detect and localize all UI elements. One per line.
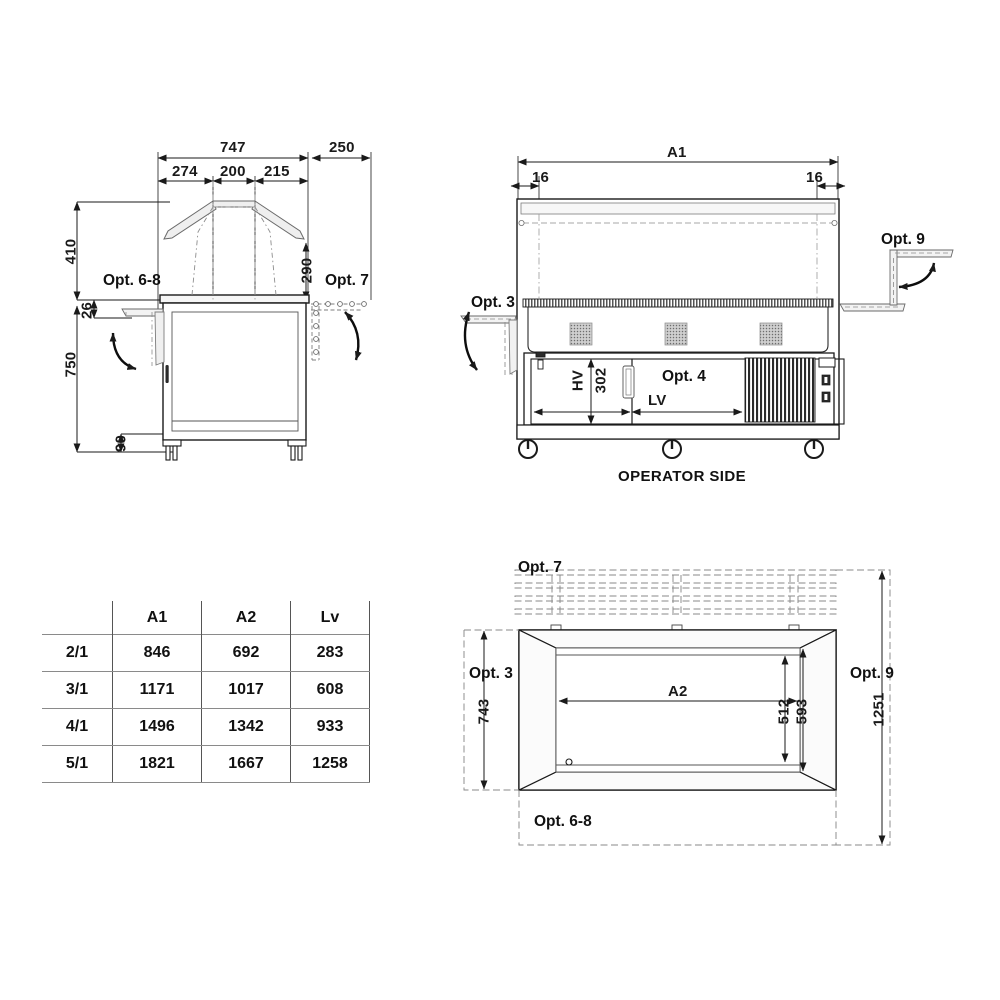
label-opt-7-plan: Opt. 7 <box>518 559 562 576</box>
cell-a2: 1017 <box>201 671 291 709</box>
table-row: 4/1 1496 1342 933 <box>42 708 370 746</box>
dim-200: 200 <box>220 163 246 180</box>
cell-model: 3/1 <box>42 671 113 709</box>
spec-table: A1 A2 Lv 2/1 846 692 283 3/1 1171 1017 6… <box>42 601 370 783</box>
dim-750: 750 <box>62 351 80 378</box>
side-elevation-view <box>73 152 372 461</box>
th-a2: A2 <box>201 601 291 635</box>
front-elevation-view <box>460 156 954 459</box>
label-opt-7-side: Opt. 7 <box>325 272 369 289</box>
label-opt-9-plan: Opt. 9 <box>850 665 894 682</box>
cell-a1: 1821 <box>112 745 202 783</box>
cell-model: 5/1 <box>42 745 113 783</box>
table-row: 5/1 1821 1667 1258 <box>42 745 370 783</box>
cell-lv: 1258 <box>290 745 370 783</box>
dim-747: 747 <box>220 139 246 156</box>
dim-302: 302 <box>592 367 610 394</box>
cell-lv: 283 <box>290 634 370 672</box>
cell-model: 2/1 <box>42 634 113 672</box>
dim-410: 410 <box>62 238 80 265</box>
dim-90: 90 <box>112 434 130 453</box>
dim-16-right: 16 <box>806 169 824 186</box>
cell-model: 4/1 <box>42 708 113 746</box>
cell-lv: 608 <box>290 671 370 709</box>
label-opt-6-8-side: Opt. 6-8 <box>103 272 161 289</box>
table-header-row: A1 A2 Lv <box>42 601 370 635</box>
dim-215: 215 <box>264 163 290 180</box>
table-row: 2/1 846 692 283 <box>42 634 370 672</box>
dim-743: 743 <box>475 698 493 725</box>
caption-operator-side: OPERATOR SIDE <box>618 468 746 485</box>
label-opt-9-front: Opt. 9 <box>881 231 925 248</box>
dim-1251: 1251 <box>870 692 888 727</box>
cell-a1: 846 <box>112 634 202 672</box>
dim-274: 274 <box>172 163 198 180</box>
label-opt-3-front: Opt. 3 <box>471 294 515 311</box>
cell-a2: 1342 <box>201 708 291 746</box>
cell-lv: 933 <box>290 708 370 746</box>
label-HV: HV <box>569 369 587 392</box>
table-row: 3/1 1171 1017 608 <box>42 671 370 709</box>
cell-a2: 692 <box>201 634 291 672</box>
label-opt-4-front: Opt. 4 <box>662 368 706 385</box>
th-lv: Lv <box>290 601 370 635</box>
dim-290: 290 <box>298 257 316 284</box>
dim-A1: A1 <box>667 144 687 161</box>
cell-a1: 1171 <box>112 671 202 709</box>
dim-A2: A2 <box>668 683 688 700</box>
plan-view <box>463 569 891 846</box>
th-blank <box>42 601 113 635</box>
label-opt-3-plan: Opt. 3 <box>469 665 513 682</box>
th-a1: A1 <box>112 601 202 635</box>
label-LV: LV <box>648 392 667 409</box>
dim-250: 250 <box>329 139 355 156</box>
label-opt-6-8-plan: Opt. 6-8 <box>534 813 592 830</box>
dim-26: 26 <box>78 301 96 320</box>
cell-a1: 1496 <box>112 708 202 746</box>
dim-593: 593 <box>793 698 811 725</box>
dim-512: 512 <box>775 698 793 725</box>
cell-a2: 1667 <box>201 745 291 783</box>
dim-16-left: 16 <box>532 169 550 186</box>
